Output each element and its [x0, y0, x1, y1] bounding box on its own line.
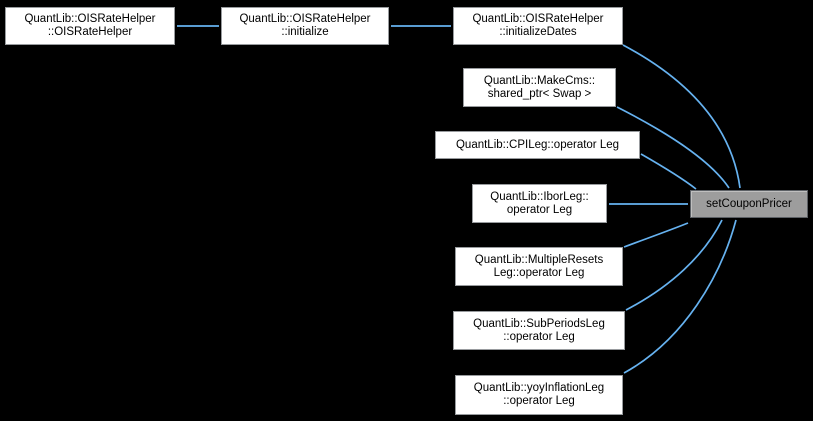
node-label-line: ::operator Leg	[503, 395, 575, 407]
edge-makecms-shared-ptr-swap-to-setcouponpricer	[616, 106, 730, 189]
node-label-line: QuantLib::MakeCms::	[483, 74, 596, 87]
node-oisratehelper-initialize[interactable]: QuantLib::OISRateHelper::initialize	[221, 7, 389, 45]
node-label-line: QuantLib::MultipleResets	[474, 253, 604, 266]
node-label-line: QuantLib::CPILeg::operator Leg	[455, 138, 620, 151]
node-label-line: setCouponPricer	[706, 197, 792, 210]
node-setcouponpricer: setCouponPricer	[690, 190, 808, 218]
edge-cpileg-operator-leg-to-setcouponpricer	[640, 153, 697, 190]
edge-subperiodsleg-operator-leg-to-setcouponpricer	[625, 219, 723, 311]
node-label-line: ::initializeDates	[499, 26, 577, 38]
edge-oisratehelper-initializedates-to-setcouponpricer	[622, 44, 741, 189]
node-label-line: ::OISRateHelper	[47, 26, 133, 38]
node-cpileg-operator-leg[interactable]: QuantLib::CPILeg::operator Leg	[435, 131, 640, 159]
node-label-line: QuantLib::IborLeg::	[490, 190, 589, 203]
node-label-line: QuantLib::OISRateHelper	[472, 13, 604, 25]
node-makecms-shared-ptr-swap[interactable]: QuantLib::MakeCms::shared_ptr< Swap >	[463, 68, 616, 107]
node-label-line: ::initialize	[281, 26, 329, 38]
node-label-line: QuantLib::OISRateHelper	[239, 13, 371, 25]
node-label-line: QuantLib::yoyInflationLeg	[473, 382, 605, 394]
node-oisratehelper-initializedates[interactable]: QuantLib::OISRateHelper::initializeDates	[453, 7, 623, 45]
node-subperiodsleg-operator-leg[interactable]: QuantLib::SubPeriodsLeg::operator Leg	[453, 311, 625, 350]
node-label-line: Leg::operator Leg	[493, 266, 585, 279]
node-oisratehelper-constructor[interactable]: QuantLib::OISRateHelper::OISRateHelper	[5, 7, 175, 45]
node-iborleg-operator-leg[interactable]: QuantLib::IborLeg::operator Leg	[472, 184, 607, 223]
edge-yoyinflationleg-operator-leg-to-setcouponpricer	[623, 219, 737, 374]
node-label-line: ::operator Leg	[503, 330, 575, 343]
node-label-line: QuantLib::SubPeriodsLeg	[473, 317, 605, 330]
edge-multipleresetsleg-operator-leg-to-setcouponpricer	[623, 222, 689, 248]
node-label-line: shared_ptr< Swap >	[487, 87, 592, 100]
node-label-line: operator Leg	[506, 203, 573, 216]
node-label-line: QuantLib::OISRateHelper	[24, 13, 156, 25]
node-yoyinflationleg-operator-leg[interactable]: QuantLib::yoyInflationLeg::operator Leg	[455, 375, 623, 415]
